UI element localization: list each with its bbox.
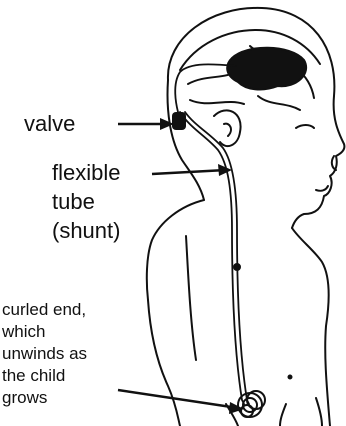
tube-label-line-1: flexible [52, 161, 120, 185]
end-arrow [118, 390, 238, 408]
valve-device [172, 112, 186, 130]
mouth [316, 186, 328, 191]
arm-left [148, 300, 180, 426]
arm-inner [186, 236, 196, 360]
end-label-line-4: the child [2, 366, 65, 385]
valve-arrowhead [160, 118, 174, 130]
end-label-line-5: grows [2, 388, 47, 407]
torso-right [292, 228, 330, 426]
valve-label: valve [24, 112, 75, 136]
head-outline [168, 8, 344, 228]
tube-label-line-2: tube [52, 190, 95, 214]
eye [296, 125, 314, 128]
ventricle [227, 48, 306, 90]
tube-label-line-3: (shunt) [52, 219, 120, 243]
curled-end [238, 391, 265, 417]
end-label-line-3: unwinds as [2, 344, 87, 363]
neck-back [168, 80, 204, 200]
shoulder-left [147, 200, 204, 300]
ear [214, 110, 241, 146]
end-label-line-1: curled end, [2, 300, 86, 319]
end-label-line-2: which [2, 322, 45, 341]
